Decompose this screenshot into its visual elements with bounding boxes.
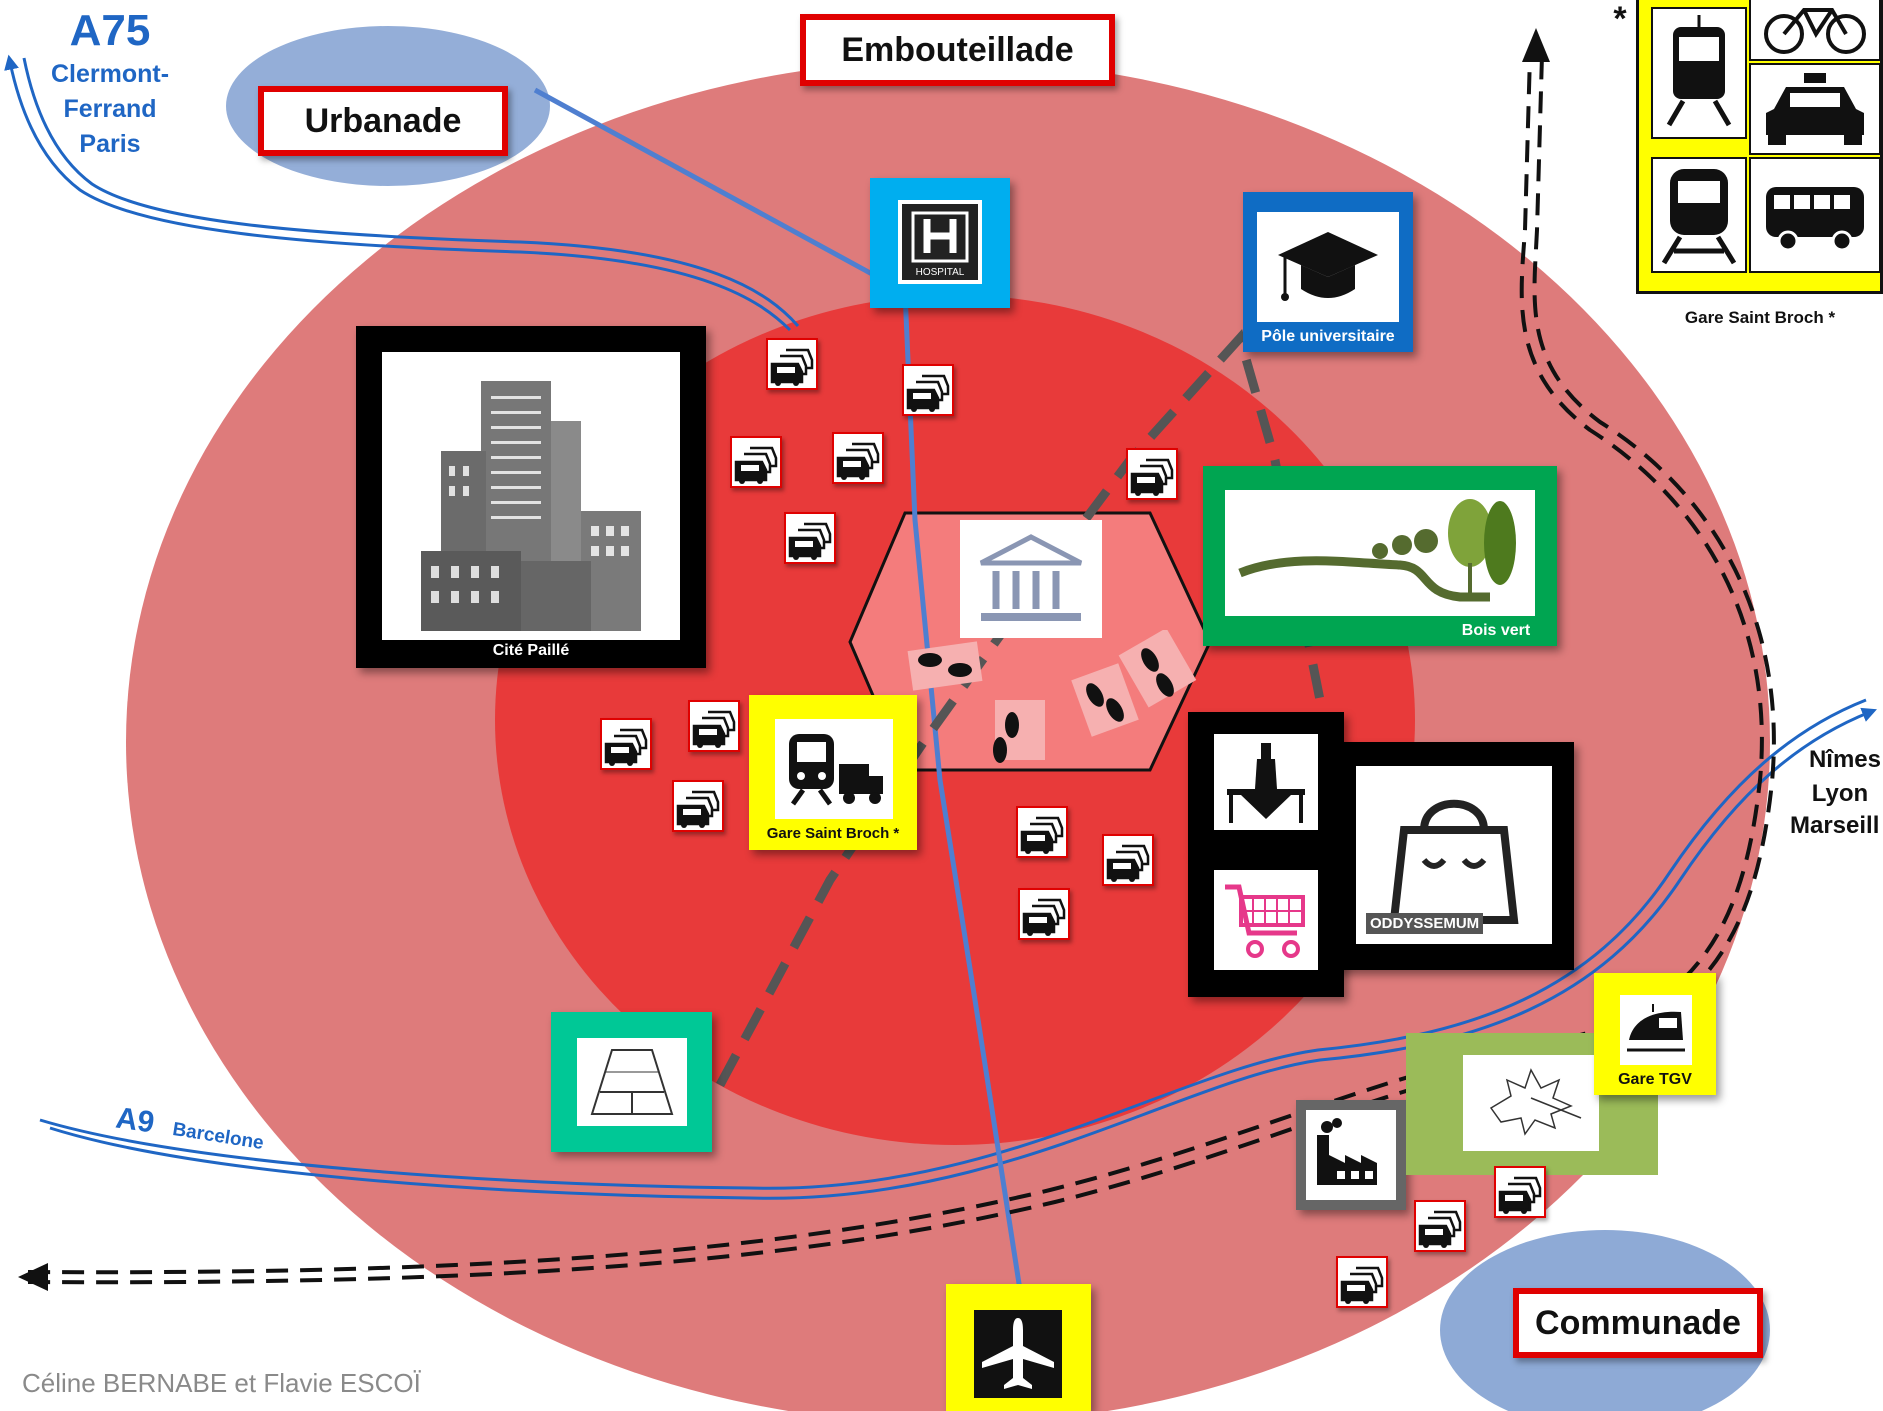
a75-road (4, 54, 800, 332)
tgv-train-icon (1627, 1004, 1685, 1052)
hospital-card: HOSPITAL (870, 178, 1010, 308)
transport-legend (1636, 0, 1883, 294)
airplane-icon (982, 1318, 1054, 1389)
leaf-icon (1489, 1068, 1582, 1136)
factory-card (1296, 1100, 1406, 1210)
cite-paille-caption: Cité Paillé (492, 642, 570, 659)
a75-city-3: Paris (79, 130, 141, 158)
bois-vert-caption: Bois vert (1461, 622, 1531, 639)
traffic-jam-icon (1494, 1166, 1546, 1218)
a75-code: A75 (69, 6, 151, 55)
cart-card (1188, 852, 1344, 997)
park-icon (1238, 499, 1516, 602)
train-truck-icon (789, 734, 883, 806)
rail-arrow-left (18, 1263, 48, 1291)
traffic-jam-icon (1102, 834, 1154, 886)
traffic-jam-icon (832, 432, 884, 484)
wine-icon (1227, 743, 1305, 823)
stadium-card (551, 1012, 712, 1152)
legend-star: * (1613, 0, 1627, 38)
traffic-jam-icon (688, 700, 740, 752)
hospital-caption: HOSPITAL (915, 267, 965, 278)
shopping-bag-icon (1389, 799, 1519, 924)
city-buildings-icon (421, 381, 641, 631)
traffic-jam-icon (766, 338, 818, 390)
airport-card (946, 1284, 1091, 1411)
university-caption: Pôle universitaire (1261, 328, 1395, 345)
traffic-jam-icon (1126, 448, 1178, 500)
factory-icon (1317, 1118, 1377, 1185)
legend-caption: Gare Saint Broch * (1684, 308, 1836, 327)
university-card: Pôle universitaire (1243, 192, 1413, 352)
traffic-jam-icon (1016, 806, 1068, 858)
stadium-icon (590, 1049, 674, 1115)
embouteillade-label: Embouteillade (800, 14, 1115, 86)
traffic-jam-icon (902, 364, 954, 416)
communade-label: Communade (1513, 1288, 1763, 1358)
tram-icon (1666, 15, 1732, 127)
traffic-jam-icon (730, 436, 782, 488)
footprints-icon (907, 630, 1197, 763)
gare-tgv-caption: Gare TGV (1618, 1071, 1692, 1088)
traffic-jam-icon (1414, 1200, 1466, 1252)
traffic-jam-icon (1018, 888, 1070, 940)
cite-paille-card: Cité Paillé (356, 326, 706, 668)
traffic-jam-icon (600, 718, 652, 770)
gare-saint-broch-caption: Gare Saint Broch * (766, 825, 900, 842)
bus-icon (1766, 187, 1864, 252)
bicycle-icon (1764, 8, 1866, 54)
metro-icon (1661, 169, 1737, 265)
oddyssemum-card: ODDYSSEMUM (1334, 742, 1574, 970)
gare-saint-broch-card: Gare Saint Broch * (749, 695, 917, 850)
rail-arrow-up (1522, 28, 1550, 62)
bois-vert-card: Bois vert (1203, 466, 1557, 646)
gare-tgv-card: Gare TGV (1594, 973, 1716, 1095)
museum-tile (960, 520, 1102, 638)
wine-card (1188, 712, 1344, 852)
a75-city-1: Clermont- (50, 60, 170, 88)
east-city-3: Marseill (1790, 812, 1880, 839)
shopping-cart-icon (1225, 884, 1305, 958)
traffic-jam-icon (784, 512, 836, 564)
credit-text: Céline BERNABE et Flavie ESCOÏ (22, 1368, 421, 1398)
graduation-cap-icon (1278, 232, 1378, 301)
taxi-icon (1766, 73, 1864, 145)
a9-road (39, 698, 1877, 1200)
a75-city-2: Ferrand (63, 95, 157, 123)
traffic-jam-icon (672, 780, 724, 832)
oddyssemum-caption: ODDYSSEMUM (1366, 913, 1484, 934)
east-city-1: Nîmes (1808, 746, 1882, 773)
museum-icon (979, 534, 1083, 621)
urbanade-label: Urbanade (258, 86, 508, 156)
east-city-2: Lyon (1811, 780, 1869, 807)
traffic-jam-icon (1336, 1256, 1388, 1308)
a9-code: A9 (113, 1101, 157, 1140)
hospital-icon (911, 211, 969, 263)
